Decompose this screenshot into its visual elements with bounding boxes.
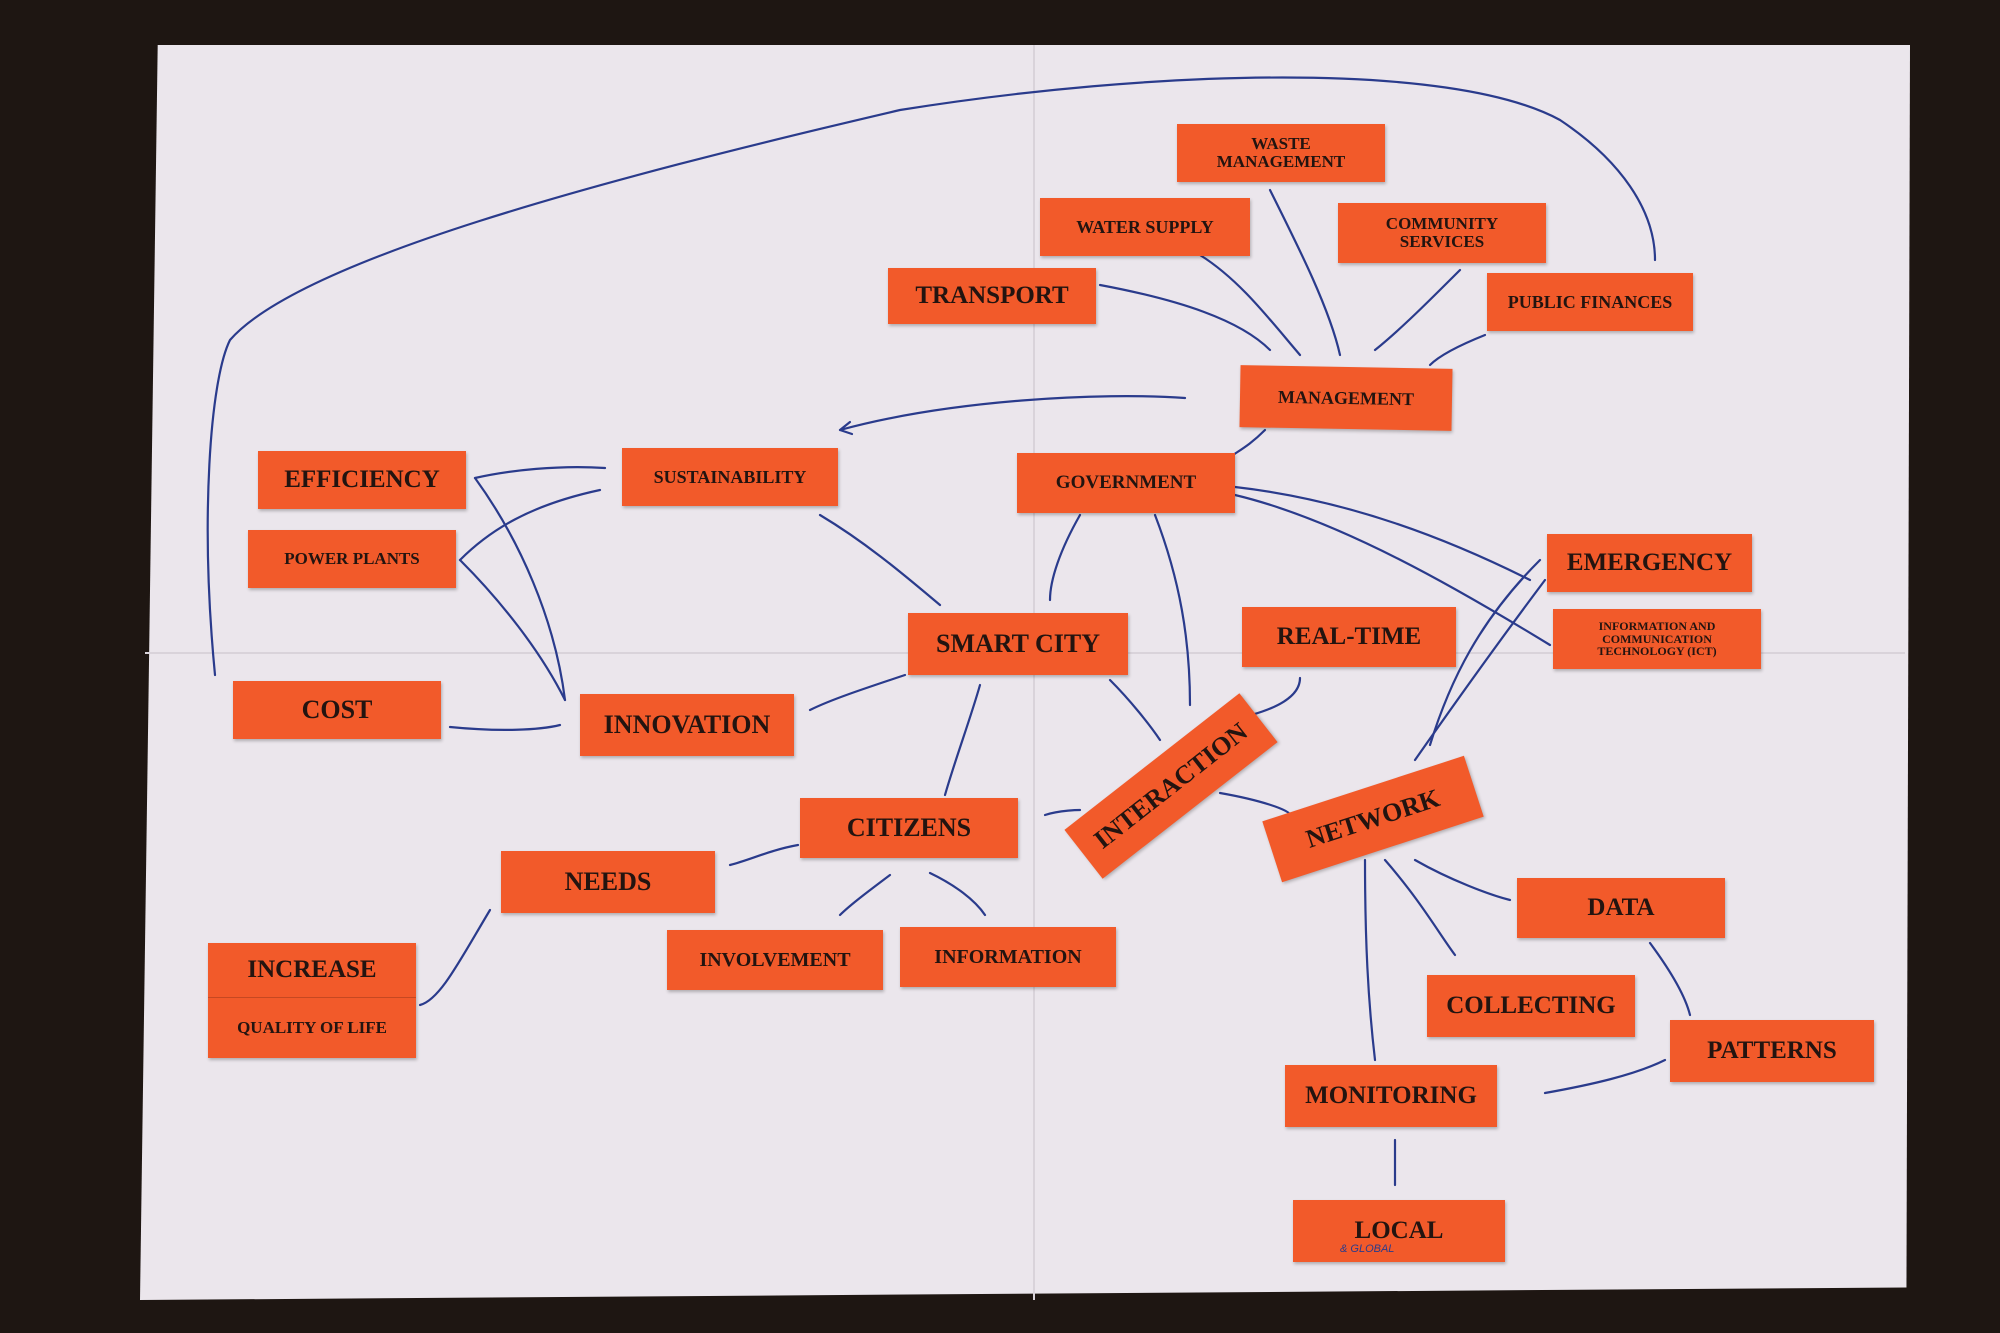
node-real-time: REAL-TIME bbox=[1242, 607, 1456, 667]
node-ict: INFORMATION AND COMMUNICATION TECHNOLOGY… bbox=[1553, 609, 1761, 669]
link-sustainability-power-plants bbox=[458, 488, 602, 562]
node-data: DATA bbox=[1517, 878, 1725, 938]
node-information: INFORMATION bbox=[900, 927, 1116, 987]
link-community-management bbox=[1373, 268, 1462, 352]
link-cost-public-finances bbox=[206, 76, 1657, 677]
link-citizens-interaction bbox=[1043, 808, 1082, 817]
link-interaction-network bbox=[1218, 791, 1292, 817]
node-sustainability: SUSTAINABILITY bbox=[622, 448, 838, 506]
link-sustainability-smart-city bbox=[818, 513, 942, 607]
node-local: LOCAL bbox=[1293, 1200, 1505, 1262]
node-power-plants: POWER PLANTS bbox=[248, 530, 456, 588]
link-public-finances-management bbox=[1428, 333, 1487, 367]
node-increase-quality-of-life: INCREASE QUALITY OF LIFE bbox=[208, 943, 416, 1058]
link-ict-network bbox=[1413, 578, 1547, 762]
node-innovation: INNOVATION bbox=[580, 694, 794, 756]
link-needs-increase bbox=[418, 908, 492, 1007]
node-community-services: COMMUNITY SERVICES bbox=[1338, 203, 1546, 263]
link-smart-city-interaction bbox=[1108, 678, 1162, 742]
node-increase: INCREASE bbox=[208, 943, 416, 998]
link-management-government bbox=[1228, 428, 1267, 459]
arrow-head-sustainability bbox=[838, 420, 854, 436]
link-government-interaction bbox=[1153, 513, 1192, 707]
link-data-patterns bbox=[1648, 941, 1692, 1017]
node-emergency: EMERGENCY bbox=[1547, 534, 1752, 592]
handwritten-note-global: & GLOBAL bbox=[1340, 1243, 1395, 1255]
node-waste-management: WASTE MANAGEMENT bbox=[1177, 124, 1385, 182]
link-transport-management bbox=[1098, 283, 1272, 352]
node-government: GOVERNMENT bbox=[1017, 453, 1235, 513]
node-public-finances: PUBLIC FINANCES bbox=[1487, 273, 1693, 331]
link-government-emergency bbox=[1233, 485, 1532, 582]
link-network-data bbox=[1413, 858, 1512, 902]
link-power-plants-innovation bbox=[458, 558, 567, 702]
link-government-smart-city bbox=[1048, 513, 1082, 602]
node-smart-city: SMART CITY bbox=[908, 613, 1128, 675]
node-monitoring: MONITORING bbox=[1285, 1065, 1497, 1127]
link-waste-management bbox=[1268, 188, 1342, 357]
link-network-collecting bbox=[1383, 858, 1457, 957]
link-emergency-network bbox=[1428, 558, 1542, 747]
link-network-monitoring bbox=[1363, 858, 1377, 1062]
node-collecting: COLLECTING bbox=[1427, 975, 1635, 1037]
node-citizens: CITIZENS bbox=[800, 798, 1018, 858]
link-sustainability-efficiency bbox=[473, 466, 607, 480]
link-citizens-involvement bbox=[838, 873, 892, 917]
node-cost: COST bbox=[233, 681, 441, 739]
node-needs: NEEDS bbox=[501, 851, 715, 913]
link-cost-innovation bbox=[448, 723, 562, 731]
link-water-management bbox=[1198, 253, 1302, 357]
link-smart-city-citizens bbox=[943, 683, 982, 797]
node-transport: TRANSPORT bbox=[888, 268, 1096, 324]
link-citizens-needs bbox=[728, 843, 800, 867]
link-management-sustainability bbox=[838, 395, 1187, 432]
link-citizens-information bbox=[928, 871, 987, 917]
link-monitoring-patterns bbox=[1543, 1058, 1667, 1095]
node-water-supply: WATER SUPPLY bbox=[1040, 198, 1250, 256]
node-involvement: INVOLVEMENT bbox=[667, 930, 883, 990]
link-efficiency-innovation bbox=[473, 476, 567, 702]
node-management: MANAGEMENT bbox=[1239, 365, 1453, 431]
node-efficiency: EFFICIENCY bbox=[258, 451, 466, 509]
node-patterns: PATTERNS bbox=[1670, 1020, 1874, 1082]
node-quality-of-life: QUALITY OF LIFE bbox=[208, 998, 416, 1058]
link-smart-city-innovation bbox=[808, 673, 907, 712]
